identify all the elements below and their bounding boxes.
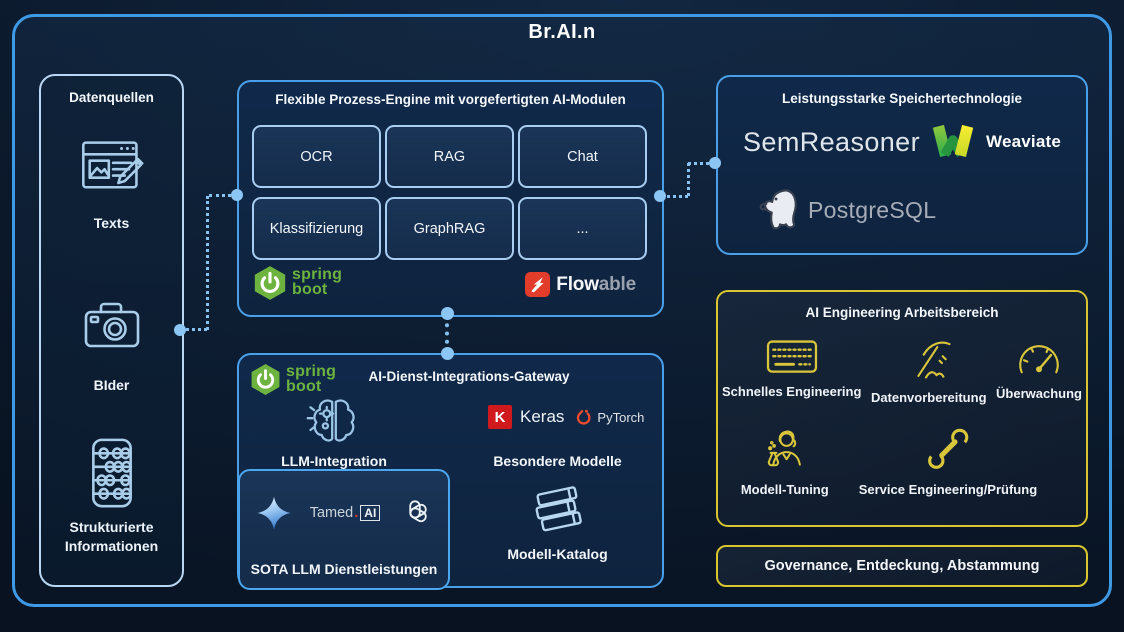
storage-title: Leistungsstarke Speichertechnologie — [781, 91, 1023, 106]
gauge-icon — [1019, 345, 1059, 374]
tamed-dot: . — [354, 505, 359, 521]
spring-boot-icon — [251, 364, 280, 395]
process-engine-title: Flexible Prozess-Engine mit vorgefertigt… — [275, 92, 626, 107]
tamed-label: Tamed — [309, 505, 354, 521]
keras-icon: K — [488, 405, 512, 429]
gateway-panel: spring boot AI-Dienst-Integrations-Gatew… — [237, 353, 664, 590]
weaviate-icon — [932, 124, 974, 157]
model-catalog: Modell-Katalog — [475, 480, 640, 562]
sota-llm-box: Tamed.AI SOTA LLM Dienstleistungen — [238, 469, 450, 590]
spring-boot-logo: spring boot — [252, 265, 342, 301]
module-chat: Chat — [518, 125, 647, 188]
document-edit-icon — [41, 138, 182, 194]
flowable-label-able: able — [598, 273, 636, 295]
governance-panel: Governance, Entdeckung, Abstammung — [716, 545, 1088, 587]
pytorch-label: PyTorch — [597, 409, 645, 425]
postgresql-label: PostgreSQL — [808, 196, 937, 223]
tamedai-logo: Tamed.AI — [310, 505, 381, 521]
flowable-label-flow: Flow — [556, 273, 599, 295]
connector-sources-engine-h1 — [181, 328, 207, 331]
storage-row-1: SemReasoner Weaviate — [718, 121, 1086, 163]
connector-node — [441, 307, 454, 320]
semreasoner-label: SemReasoner — [743, 126, 920, 157]
keras-label: Keras — [520, 407, 565, 426]
engineering-row-2: Modell-Tuning Service Engineering/Prüfun… — [718, 424, 1086, 497]
postgresql-elephant-icon — [759, 189, 797, 230]
prompt-engineering-item: Schnelles Engineering — [722, 338, 861, 405]
scientist-icon — [767, 430, 801, 467]
connector-engine-gateway-v — [445, 315, 449, 352]
gateway-title: AI-Dienst-Integrations-Gateway — [368, 369, 570, 384]
model-catalog-label: Modell-Katalog — [507, 546, 608, 562]
pickaxe-icon — [917, 341, 951, 379]
postgresql-logo: PostgreSQL — [754, 185, 936, 235]
tamed-ai-box: AI — [360, 505, 381, 521]
abacus-icon — [41, 436, 182, 510]
spring-label: spring — [286, 362, 337, 380]
process-engine-panel: Flexible Prozess-Engine mit vorgefertigt… — [237, 80, 664, 317]
module-klassifizierung: Klassifizierung — [252, 197, 381, 260]
connector-engine-storage-v — [686, 163, 690, 196]
data-source-label-images: BIder — [93, 377, 130, 393]
flowable-icon — [525, 272, 551, 297]
connector-node — [654, 190, 666, 202]
connector-sources-engine-h2 — [209, 193, 237, 197]
module-rag: RAG — [385, 125, 514, 188]
data-source-label-texts: Texts — [93, 215, 130, 231]
openai-icon — [409, 500, 427, 523]
governance-label: Governance, Entdeckung, Abstammung — [764, 558, 1040, 574]
ai-engineering-panel: AI Engineering Arbeitsbereich Schnelles … — [716, 290, 1088, 527]
camera-icon — [41, 294, 182, 354]
data-sources-panel: Datenquellen Texts — [39, 74, 184, 587]
pytorch-icon — [577, 409, 591, 425]
sota-llm-label: SOTA LLM Dienstleistungen — [250, 561, 438, 577]
special-models-logos: K Keras PyTorch — [488, 405, 644, 429]
gemini-sparkle-icon — [257, 496, 291, 530]
boot-label: boot — [286, 377, 322, 395]
ai-engineering-title: AI Engineering Arbeitsbereich — [805, 305, 999, 320]
page-title: Br.AI.n — [528, 21, 596, 43]
model-tuning-item: Modell-Tuning — [741, 424, 829, 497]
brain-llm-icon — [305, 393, 363, 447]
data-source-label-structured: Strukturierte Informationen — [64, 519, 159, 554]
weaviate-label: Weaviate — [986, 132, 1061, 151]
llm-integration-label: LLM-Integration — [281, 453, 387, 469]
connector-node — [441, 347, 454, 360]
spring-boot-icon — [254, 266, 286, 300]
keyboard-icon — [766, 340, 817, 373]
flowable-logo: Flowable — [525, 272, 636, 297]
boot-label: boot — [292, 281, 328, 298]
spring-label: spring — [292, 266, 343, 284]
connector-node — [174, 324, 186, 336]
special-models-label: Besondere Modelle — [493, 453, 622, 469]
data-preparation-item: Datenvorbereitung — [871, 338, 987, 405]
monitoring-item: Überwachung — [996, 338, 1082, 405]
connector-engine-storage-h1 — [660, 194, 688, 198]
connector-node — [709, 157, 721, 169]
wrench-icon — [928, 428, 969, 469]
module-graphrag: GraphRAG — [385, 197, 514, 260]
storage-panel: Leistungsstarke Speichertechnologie SemR… — [716, 75, 1088, 255]
data-sources-title: Datenquellen — [69, 90, 154, 105]
module-ocr: OCR — [252, 125, 381, 188]
spring-boot-logo-gateway: spring boot — [249, 363, 336, 396]
connector-sources-engine-v — [206, 196, 209, 330]
module-more: ... — [518, 197, 647, 260]
books-stack-icon — [535, 486, 582, 532]
service-engineering-item: Service Engineering/Prüfung — [859, 424, 1037, 497]
connector-engine-storage-h2 — [688, 161, 715, 165]
engineering-row-1: Schnelles Engineering Datenvorbereitung — [718, 338, 1086, 405]
connector-node — [231, 189, 243, 201]
